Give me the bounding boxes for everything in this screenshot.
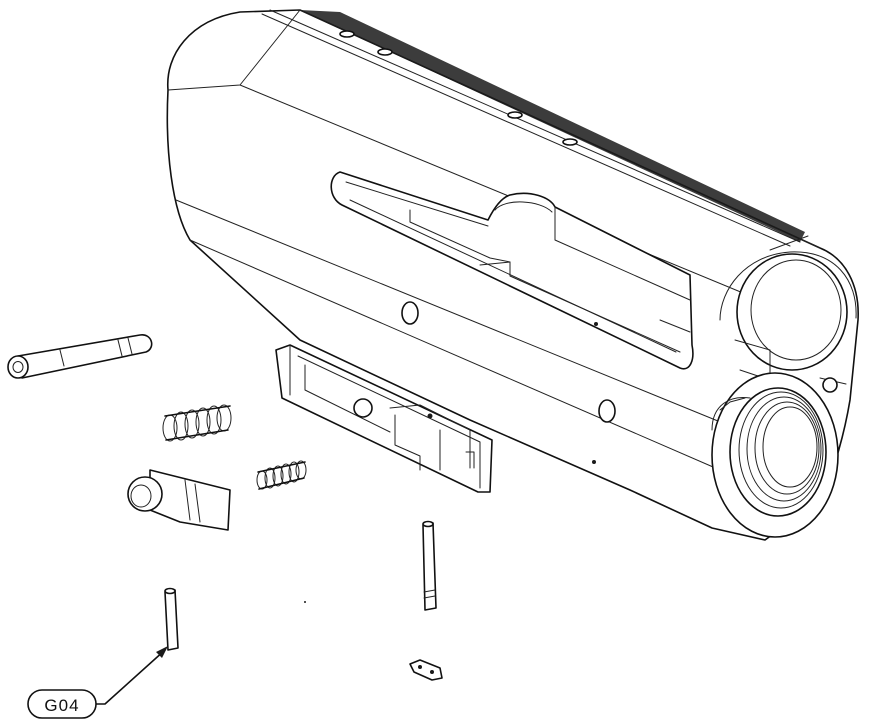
latch-button <box>127 469 231 531</box>
top-rib-serrations <box>261 9 809 251</box>
front-face <box>719 251 857 393</box>
small-clip <box>409 659 443 681</box>
large-coil-spring <box>162 404 232 442</box>
magazine-cap-pin <box>7 334 153 379</box>
vertical-pin <box>422 520 437 611</box>
rib-screw-holes <box>339 30 578 146</box>
callout-label-g04: G04 <box>44 696 79 715</box>
ejection-port <box>330 171 694 370</box>
threaded-barrel-seat <box>711 372 839 538</box>
callout-bubble <box>27 689 97 719</box>
side-pin-holes <box>401 301 616 464</box>
pin-g04 <box>164 587 179 651</box>
receiver-body <box>166 9 859 541</box>
small-coil-spring <box>256 460 307 490</box>
carrier-plate <box>275 344 493 493</box>
callout-g04: G04 <box>27 646 168 719</box>
